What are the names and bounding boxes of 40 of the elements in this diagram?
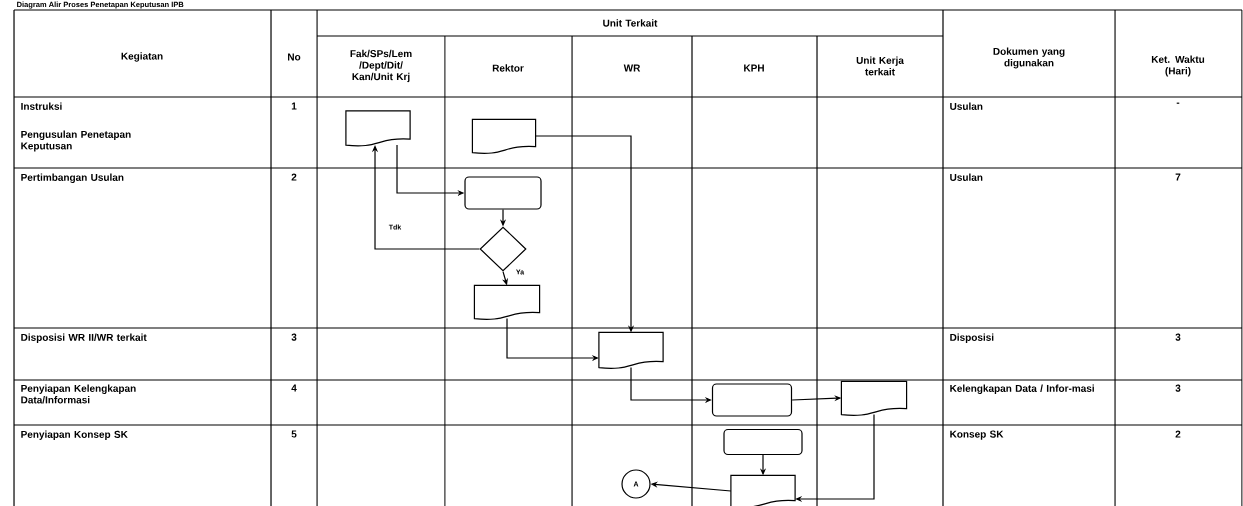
- table-cell: 1: [291, 102, 297, 110]
- document-shape: [840, 380, 908, 416]
- document-shape: [345, 110, 411, 147]
- document-shape: [471, 118, 537, 154]
- table-cell: Pertimbangan Usulan: [21, 173, 124, 183]
- table-cell: 3: [291, 333, 297, 341]
- table-cell: -: [1176, 102, 1180, 104]
- column-header: Unit Terkait: [603, 19, 658, 27]
- column-header: No: [288, 53, 301, 61]
- process-box: [464, 176, 542, 210]
- table-cell: Penyiapan Kelengkapan Data/Informasi: [21, 384, 136, 404]
- table-cell: 2: [1175, 430, 1181, 438]
- table-cell: Disposisi WR II/WR terkait: [21, 333, 147, 343]
- column-header: Rektor: [492, 64, 524, 72]
- column-header: Ket. Waktu (Hari): [1151, 55, 1205, 77]
- table-cell: Usulan: [950, 102, 983, 110]
- table-cell: 4: [291, 384, 297, 392]
- column-header: Fak/SPs/Lem /Dept/Dit/ Kan/Unit Krj: [350, 49, 412, 83]
- column-header: KPH: [744, 64, 764, 72]
- table-cell: 3: [1175, 333, 1181, 341]
- table-cell: Usulan: [950, 173, 983, 181]
- document-shape: [730, 474, 796, 506]
- process-box: [723, 428, 803, 456]
- table-cell: Penyiapan Konsep SK: [21, 430, 128, 440]
- column-header: WR: [623, 64, 641, 72]
- table-cell: Disposisi: [950, 333, 994, 343]
- table-cell: Pengusulan Penetapan Keputusan: [21, 130, 131, 152]
- document-shape: [598, 331, 664, 369]
- table-cell: 2: [291, 173, 297, 181]
- table-cell: Kelengkapan Data / Infor-masi: [950, 384, 1094, 394]
- table-cell: 5: [291, 430, 297, 438]
- process-box: [711, 383, 793, 417]
- table-cell: Instruksi: [21, 102, 62, 110]
- table-cell: 7: [1175, 173, 1181, 181]
- column-header: Kegiatan: [121, 52, 163, 62]
- document-shape: [473, 284, 541, 320]
- column-header: Unit Kerja terkait: [856, 56, 904, 76]
- column-header: Dokumen yang digunakan: [993, 47, 1065, 69]
- table-cell: 3: [1175, 384, 1181, 392]
- table-cell: Konsep SK: [950, 430, 1004, 440]
